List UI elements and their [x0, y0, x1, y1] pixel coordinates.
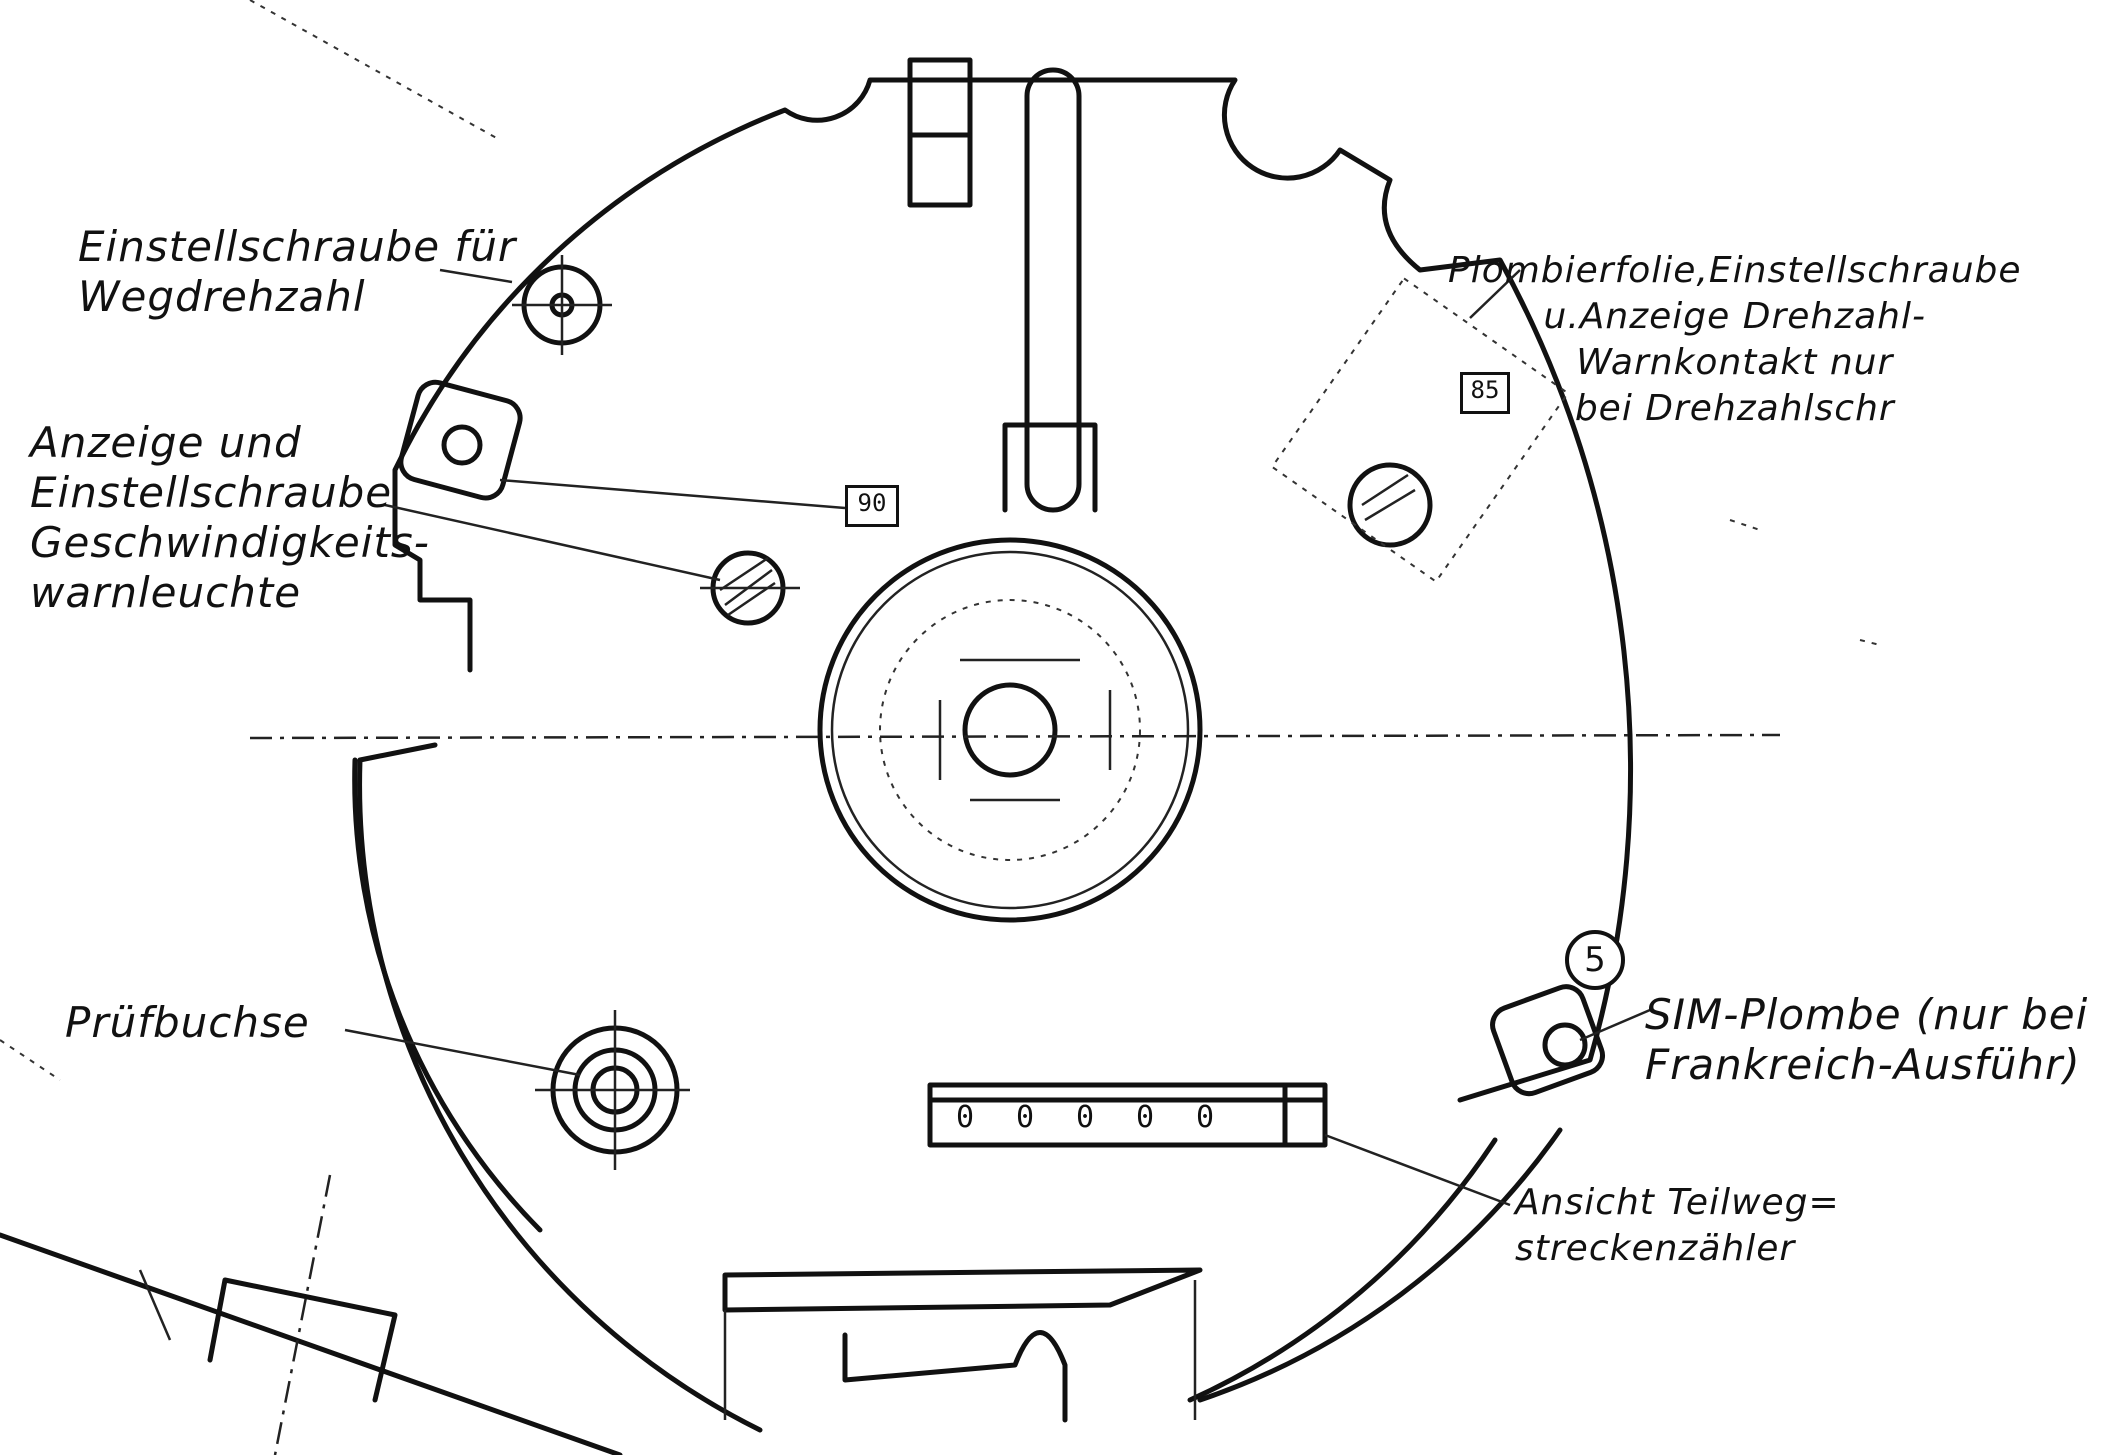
label-sim-plombe: SIM-Plombe (nur bei Frankreich-Ausführ)	[1645, 990, 2088, 1090]
leader-teilweg	[1324, 1133, 1511, 1207]
label-wegdrehzahl-line2: Wegdrehzahl	[78, 272, 366, 321]
counter-digit: 0	[1135, 1100, 1155, 1135]
hub-outer	[817, 537, 1203, 923]
label-plombierfolie-line2: u.Anzeige Drehzahl-	[1543, 296, 1926, 337]
box-90: 90	[845, 485, 899, 527]
counter-body	[927, 1082, 1328, 1148]
circle-5: 5	[1565, 930, 1625, 990]
label-teilweg-line1: Ansicht Teilweg=	[1515, 1182, 1840, 1223]
hub-ring	[830, 550, 1190, 910]
bottom-block	[722, 1267, 1203, 1313]
label-anzeige-line3: Geschwindigkeits-	[30, 518, 430, 567]
leader-anzeige-90	[499, 478, 846, 510]
slot-guide	[1002, 422, 1098, 513]
label-wegdrehzahl-line1: Einstellschraube für	[78, 222, 517, 271]
label-sim-plombe-line1: SIM-Plombe (nur bei	[1645, 990, 2089, 1039]
leader-sim	[1579, 1008, 1651, 1042]
label-wegdrehzahl: Einstellschraube für Wegdrehzahl	[78, 222, 516, 322]
label-anzeige: Anzeige und Einstellschraube Geschwindig…	[30, 418, 430, 618]
label-plombierfolie: Plombierfolie,Einstellschraube u.Anzeige…	[1448, 248, 2022, 432]
label-teilweg-line2: streckenzähler	[1515, 1228, 1796, 1269]
leader-pruefbuchse	[344, 1028, 581, 1077]
leader-wegdrehzahl	[439, 268, 513, 284]
screw-anzeige-plate	[398, 379, 523, 501]
slot	[1024, 67, 1082, 513]
disc-outline	[357, 77, 1634, 1433]
label-plombierfolie-line1: Plombierfolie,Einstellschraube	[1448, 250, 2022, 291]
label-sim-plombe-line2: Frankreich-Ausführ)	[1645, 1040, 2081, 1089]
counter-digit: 0	[1015, 1100, 1035, 1135]
label-anzeige-line2: Einstellschraube	[30, 468, 393, 517]
disc-right-arc	[1187, 1137, 1498, 1403]
counter-digit: 0	[1195, 1100, 1215, 1135]
lower-left-bracket	[0, 1232, 623, 1455]
label-anzeige-line1: Anzeige und	[30, 418, 302, 467]
counter-digit: 0	[955, 1100, 975, 1135]
label-plombierfolie-line3: Warnkontakt nur	[1576, 342, 1894, 383]
label-anzeige-line4: warnleuchte	[30, 568, 302, 617]
screw-right	[1347, 462, 1433, 548]
leader-anzeige-screw	[384, 503, 721, 582]
label-pruefbuchse: Prüfbuchse	[65, 998, 310, 1047]
label-plombierfolie-line4: bei Drehzahlschr	[1574, 388, 1895, 429]
disc-left-edge	[352, 757, 543, 1233]
hub-inner	[962, 682, 1058, 778]
label-teilweg: Ansicht Teilweg= streckenzähler	[1515, 1180, 1840, 1272]
counter-digit: 0	[1075, 1100, 1095, 1135]
sim-plombe-plate	[1490, 984, 1605, 1097]
leader-plombierfolie	[1469, 269, 1521, 319]
box-85: 85	[1460, 372, 1510, 414]
